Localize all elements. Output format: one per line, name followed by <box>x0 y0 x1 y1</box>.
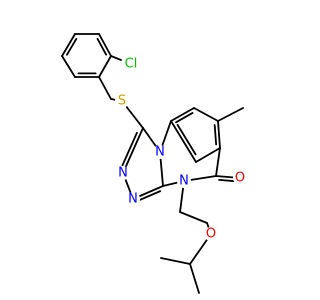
bond-b3-b4 <box>98 33 112 57</box>
bond-q3-me <box>217 107 244 122</box>
double-bond-b1-b2 <box>66 38 78 56</box>
bond-q5-q1 <box>170 120 197 163</box>
double-bond-b3-b4 <box>96 37 108 56</box>
bond-p1-p2 <box>179 211 208 224</box>
fused-n-label: N <box>155 145 165 160</box>
chlorine-label: Cl <box>125 57 138 72</box>
bond-ip-m1 <box>160 257 191 265</box>
atom-carbonyl-o: O <box>233 171 247 186</box>
atom-triazole-n2: N <box>126 192 140 207</box>
bond-b1-b2 <box>61 33 76 57</box>
bond-b5-ch2 <box>98 76 112 100</box>
bond-q4-q5 <box>195 147 221 163</box>
carbonyl-o-label: O <box>235 171 245 186</box>
double-bond-c1-n1 <box>121 131 138 167</box>
molecule-structure-diagram: Cl S N N N N O O <box>61 33 247 294</box>
bond-ip-m2 <box>189 263 200 294</box>
bond-q1-q2 <box>170 107 195 122</box>
double-bond-q3-q4 <box>213 124 218 146</box>
atom-chlorine: Cl <box>121 54 141 74</box>
atom-ether-o: O <box>204 227 218 242</box>
double-bond-q5-q1 <box>176 123 197 156</box>
sulfur-label: S <box>118 94 126 109</box>
triazole-n2-label: N <box>128 192 138 207</box>
bond-q2-q3 <box>193 107 219 122</box>
bond-layer <box>61 33 244 294</box>
atom-fused-n: N <box>153 145 167 160</box>
bond-q3-q4 <box>217 120 221 149</box>
double-bond-n2-c3a <box>137 190 162 202</box>
ring-n4-label: N <box>179 174 189 189</box>
atom-ring-n4: N <box>177 174 191 189</box>
ether-o-label: O <box>206 227 216 242</box>
bond-b6-b1 <box>61 55 76 78</box>
double-bond-q1-q2 <box>175 112 194 124</box>
atom-sulfur: S <box>115 94 129 109</box>
triazole-n1-label: N <box>118 166 128 181</box>
bond-q4-c5 <box>215 147 221 177</box>
atom-label-layer: Cl S N N N N O O <box>115 54 247 242</box>
double-bond-c5-O1 <box>218 178 238 183</box>
bond-c1-n1 <box>122 127 144 174</box>
bond-b4-b5 <box>98 55 112 78</box>
atom-triazole-n1: N <box>116 166 130 181</box>
